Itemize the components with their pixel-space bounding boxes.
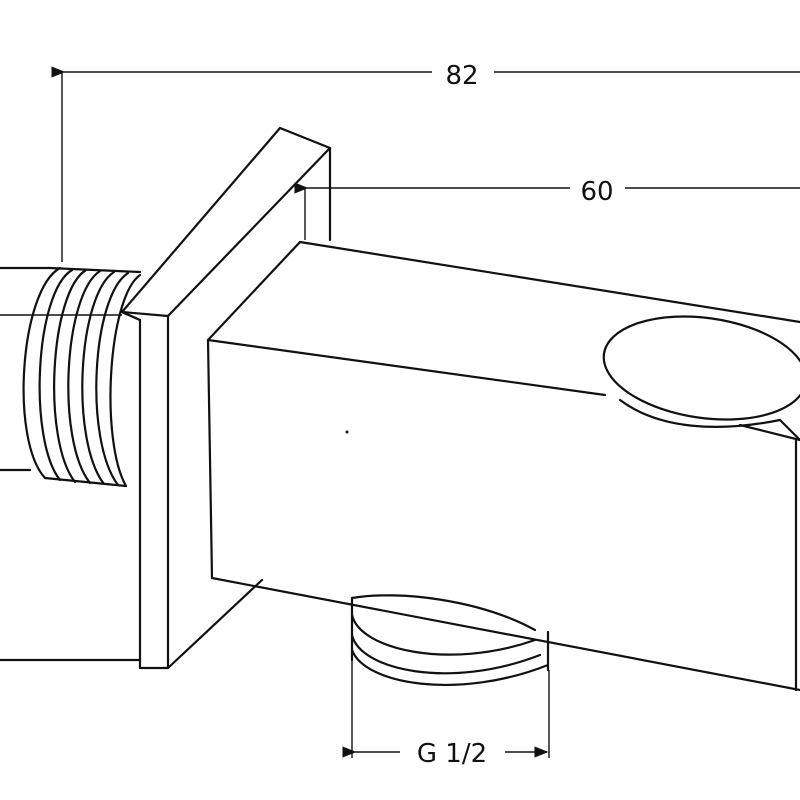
valve-body — [206, 240, 800, 692]
square-flange — [120, 126, 332, 670]
dimension-82: 82 — [51, 61, 800, 262]
thread-size-label: G 1/2 — [417, 739, 487, 769]
dimension-82-label: 82 — [445, 61, 478, 91]
inlet-thread — [0, 266, 142, 662]
dimension-g12: G 1/2 — [342, 660, 550, 769]
outlet-thread — [350, 594, 550, 686]
dimension-60-label: 60 — [580, 177, 613, 207]
handle-oval — [602, 315, 800, 442]
dimension-60: 60 — [294, 177, 800, 240]
